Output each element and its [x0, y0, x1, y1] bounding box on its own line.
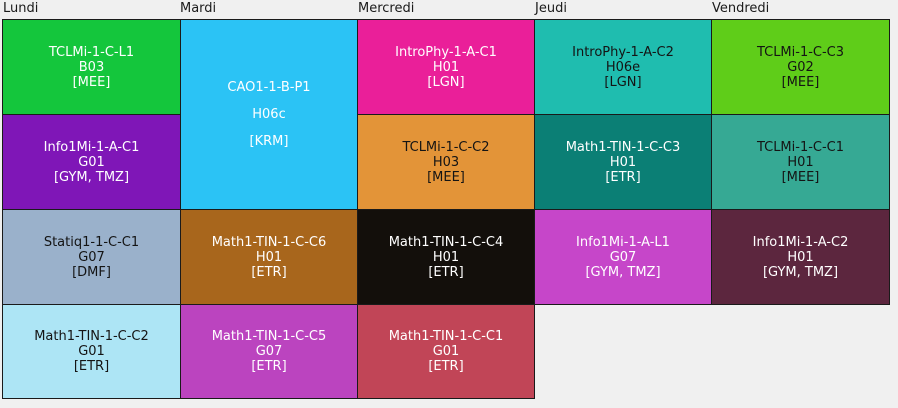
course-code: Math1-TIN-1-C-C1: [388, 329, 504, 344]
course-cell-vendredi-3[interactable]: Info1Mi-1-A-C2 H01 [GYM, TMZ]: [711, 209, 890, 305]
course-code: Math1-TIN-1-C-C6: [211, 234, 327, 250]
course-code: TCLMi-1-C-C3: [756, 44, 845, 60]
course-teacher: [GYM, TMZ]: [585, 264, 661, 280]
course-teacher: [ETR]: [428, 359, 464, 374]
course-room: G07: [78, 249, 105, 265]
course-code: IntroPhy-1-A-C1: [395, 44, 497, 60]
course-code: Math1-TIN-1-C-C2: [34, 329, 149, 344]
course-room: G07: [255, 344, 283, 359]
course-room: H06e: [605, 59, 641, 75]
course-code: CAO1-1-B-P1: [227, 80, 311, 95]
course-room: G01: [432, 344, 460, 359]
course-teacher: [ETR]: [605, 169, 641, 185]
course-code: TCLMi-1-C-C2: [402, 139, 490, 155]
course-cell-vendredi-2[interactable]: TCLMi-1-C-C1 H01 [MEE]: [711, 114, 890, 210]
course-teacher: [LGN]: [427, 74, 465, 90]
course-teacher: [GYM, TMZ]: [762, 264, 839, 280]
course-teacher: [ETR]: [251, 264, 287, 280]
course-code: Math1-TIN-1-C-C4: [388, 234, 504, 250]
day-header-row: Lundi Mardi Mercredi Jeudi Vendredi: [0, 0, 898, 18]
course-teacher: [ETR]: [428, 264, 464, 280]
course-teacher: [ETR]: [73, 359, 110, 374]
course-teacher: [DMF]: [72, 264, 111, 280]
course-code: Math1-TIN-1-C-C3: [565, 139, 681, 155]
course-room: H01: [432, 59, 460, 75]
day-header-jeudi: Jeudi: [535, 1, 567, 16]
course-code: TCLMi-1-C-C1: [756, 139, 845, 155]
course-room: H03: [432, 154, 460, 170]
course-room: H01: [255, 249, 283, 265]
course-room: H01: [432, 249, 460, 265]
course-teacher: [KRM]: [249, 134, 289, 149]
course-room: H01: [609, 154, 637, 170]
course-room: H01: [787, 249, 814, 265]
course-teacher: [ETR]: [251, 359, 287, 374]
course-code: Info1Mi-1-A-C2: [752, 234, 849, 250]
course-room: H01: [787, 154, 814, 170]
day-header-lundi: Lundi: [3, 1, 39, 16]
course-cell-mardi-1[interactable]: CAO1-1-B-P1 H06c [KRM]: [180, 19, 358, 210]
course-code: Statiq1-1-C-C1: [43, 234, 140, 250]
course-teacher: [MEE]: [427, 169, 465, 185]
course-code: Info1Mi-1-A-L1: [576, 234, 670, 250]
course-teacher: [MEE]: [781, 169, 820, 185]
course-teacher: [MEE]: [72, 74, 111, 90]
course-cell-mercredi-2[interactable]: TCLMi-1-C-C2 H03 [MEE]: [357, 114, 535, 210]
course-code: TCLMi-1-C-L1: [48, 44, 135, 60]
course-cell-mercredi-4[interactable]: Math1-TIN-1-C-C1 G01 [ETR]: [357, 304, 535, 399]
course-cell-jeudi-1[interactable]: IntroPhy-1-A-C2 H06e [LGN]: [534, 19, 712, 115]
course-code: Math1-TIN-1-C-C5: [211, 329, 327, 344]
course-teacher: [MEE]: [781, 74, 820, 90]
course-code: Info1Mi-1-A-C1: [43, 139, 140, 155]
day-header-mercredi: Mercredi: [358, 1, 415, 16]
course-code: IntroPhy-1-A-C2: [572, 44, 674, 60]
course-room: H06c: [252, 107, 286, 122]
course-cell-jeudi-2[interactable]: Math1-TIN-1-C-C3 H01 [ETR]: [534, 114, 712, 210]
day-header-vendredi: Vendredi: [712, 1, 770, 16]
course-cell-mardi-3[interactable]: Math1-TIN-1-C-C6 H01 [ETR]: [180, 209, 358, 305]
course-cell-jeudi-3[interactable]: Info1Mi-1-A-L1 G07 [GYM, TMZ]: [534, 209, 712, 305]
course-cell-lundi-4[interactable]: Math1-TIN-1-C-C2 G01 [ETR]: [2, 304, 181, 399]
course-teacher: [GYM, TMZ]: [53, 169, 130, 185]
course-room: B03: [78, 59, 105, 75]
course-cell-lundi-2[interactable]: Info1Mi-1-A-C1 G01 [GYM, TMZ]: [2, 114, 181, 210]
day-header-mardi: Mardi: [180, 1, 217, 16]
course-cell-mercredi-1[interactable]: IntroPhy-1-A-C1 H01 [LGN]: [357, 19, 535, 115]
course-room: G07: [609, 249, 637, 265]
course-room: G01: [78, 344, 105, 359]
course-teacher: [LGN]: [604, 74, 642, 90]
course-cell-lundi-3[interactable]: Statiq1-1-C-C1 G07 [DMF]: [2, 209, 181, 305]
course-cell-mercredi-3[interactable]: Math1-TIN-1-C-C4 H01 [ETR]: [357, 209, 535, 305]
course-cell-mardi-4[interactable]: Math1-TIN-1-C-C5 G07 [ETR]: [180, 304, 358, 399]
course-room: G02: [787, 59, 814, 75]
course-cell-lundi-1[interactable]: TCLMi-1-C-L1 B03 [MEE]: [2, 19, 181, 115]
course-room: G01: [78, 154, 105, 170]
course-cell-vendredi-1[interactable]: TCLMi-1-C-C3 G02 [MEE]: [711, 19, 890, 115]
